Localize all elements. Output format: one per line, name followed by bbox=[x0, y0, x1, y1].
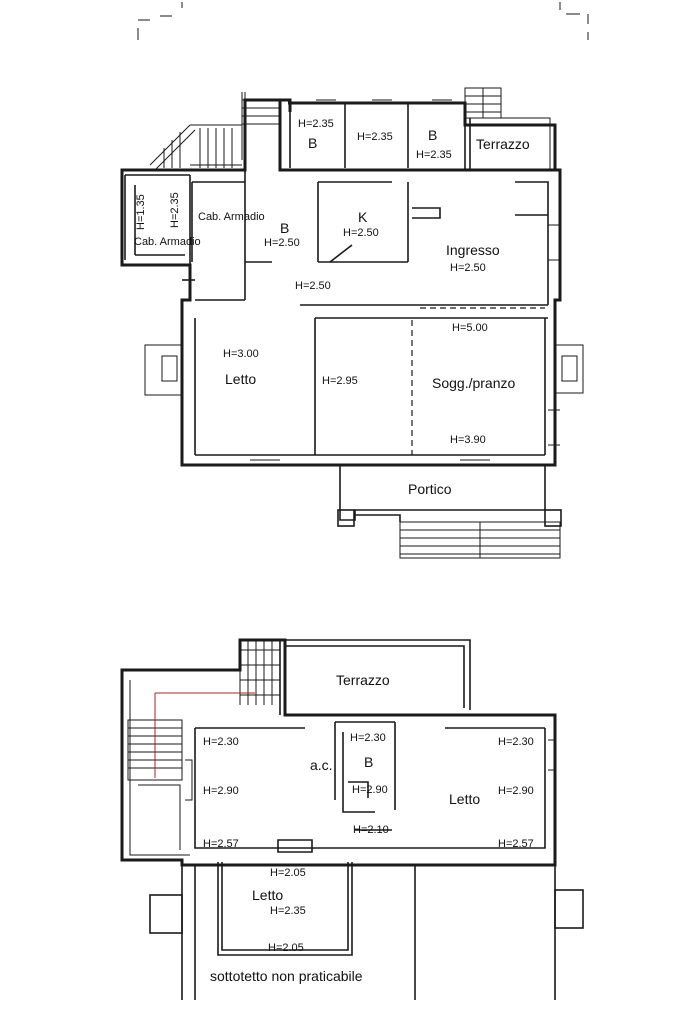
ground-terrazzo-label: Terrazzo bbox=[476, 136, 530, 152]
ground-kitchen-label: K bbox=[358, 209, 368, 225]
upper-h257b: H=2.57 bbox=[498, 838, 534, 850]
upper-h290a: H=2.90 bbox=[203, 785, 239, 797]
upper-ac-label: a.c. bbox=[310, 757, 333, 773]
ground-sogg-top-height: H=5.00 bbox=[452, 322, 488, 334]
ground-cab2-label: Cab. Armadio bbox=[198, 211, 265, 223]
upper-h205b: H=2.05 bbox=[268, 942, 304, 954]
ground-cab1-height: H=1.35 bbox=[135, 194, 147, 230]
ground-closets bbox=[124, 174, 245, 265]
ground-b1-height: H=2.35 bbox=[298, 118, 334, 130]
ground-labels: H=2.35 B H=2.35 B H=2.35 Terrazzo H=1.35… bbox=[134, 118, 530, 497]
upper-terrazzo-label: Terrazzo bbox=[336, 672, 390, 688]
ground-b3-label: B bbox=[428, 127, 437, 143]
upper-h210: H=2.10 bbox=[353, 824, 389, 836]
upper-h230c: H=2.30 bbox=[498, 736, 534, 748]
upper-letto2-label: Letto bbox=[252, 887, 283, 903]
upper-interior-walls bbox=[194, 714, 546, 853]
ground-b4-height: H=2.50 bbox=[264, 237, 300, 249]
crop-marks bbox=[137, 2, 589, 40]
upper-attic bbox=[149, 862, 584, 1000]
upper-bath-height: H=2.90 bbox=[352, 784, 388, 796]
upper-bath-label: B bbox=[364, 754, 373, 770]
ground-dashed-lines bbox=[411, 307, 545, 455]
ground-interior-walls bbox=[182, 168, 549, 456]
upper-stair-path-line bbox=[154, 692, 255, 778]
upper-h230b: H=2.30 bbox=[350, 732, 386, 744]
ground-floor-plan: H=2.35 B H=2.35 B H=2.35 Terrazzo H=1.35… bbox=[120, 87, 584, 559]
ground-kitchen-height: H=2.50 bbox=[343, 227, 379, 239]
ground-letto-label: Letto bbox=[225, 371, 256, 387]
upper-floor-plan: Terrazzo H=2.30 H=2.30 H=2.30 a.c. B H=2… bbox=[120, 638, 584, 1000]
ground-cab1-height2: H=2.35 bbox=[169, 192, 181, 228]
ground-b1-label: B bbox=[308, 135, 317, 151]
ground-portico bbox=[337, 465, 562, 527]
ground-b4-label: B bbox=[280, 220, 289, 236]
upper-h230a: H=2.30 bbox=[203, 736, 239, 748]
ground-ingresso-height: H=2.50 bbox=[450, 262, 486, 274]
ground-corridor-height: H=2.50 bbox=[295, 280, 331, 292]
ground-outer-walls bbox=[120, 98, 562, 467]
upper-letto2-height: H=2.35 bbox=[270, 905, 306, 917]
upper-windows bbox=[185, 739, 555, 801]
ground-sogg-height: H=3.90 bbox=[450, 434, 486, 446]
ground-mid-height: H=2.95 bbox=[322, 375, 358, 387]
upper-sottotetto-label: sottotetto non praticabile bbox=[210, 968, 363, 984]
upper-letto1-label: Letto bbox=[449, 791, 480, 807]
ground-b3-height: H=2.35 bbox=[416, 149, 452, 161]
ground-letto-height: H=3.00 bbox=[223, 348, 259, 360]
ground-cab1-label: Cab. Armadio bbox=[134, 236, 201, 248]
ground-ingresso-label: Ingresso bbox=[446, 242, 500, 258]
ground-left-stair bbox=[149, 92, 280, 171]
ground-hb-height: H=2.35 bbox=[357, 131, 393, 143]
ground-windows bbox=[144, 99, 584, 461]
upper-h205a: H=2.05 bbox=[270, 867, 306, 879]
ground-front-steps bbox=[399, 521, 561, 559]
upper-h257a: H=2.57 bbox=[203, 838, 239, 850]
upper-terrace bbox=[279, 639, 471, 715]
upper-letto1-height: H=2.90 bbox=[498, 785, 534, 797]
ground-portico-label: Portico bbox=[408, 481, 452, 497]
ground-sogg-label: Sogg./pranzo bbox=[432, 375, 515, 391]
ground-terrace-stair bbox=[464, 87, 551, 171]
upper-labels: Terrazzo H=2.30 H=2.30 H=2.30 a.c. B H=2… bbox=[203, 672, 534, 984]
